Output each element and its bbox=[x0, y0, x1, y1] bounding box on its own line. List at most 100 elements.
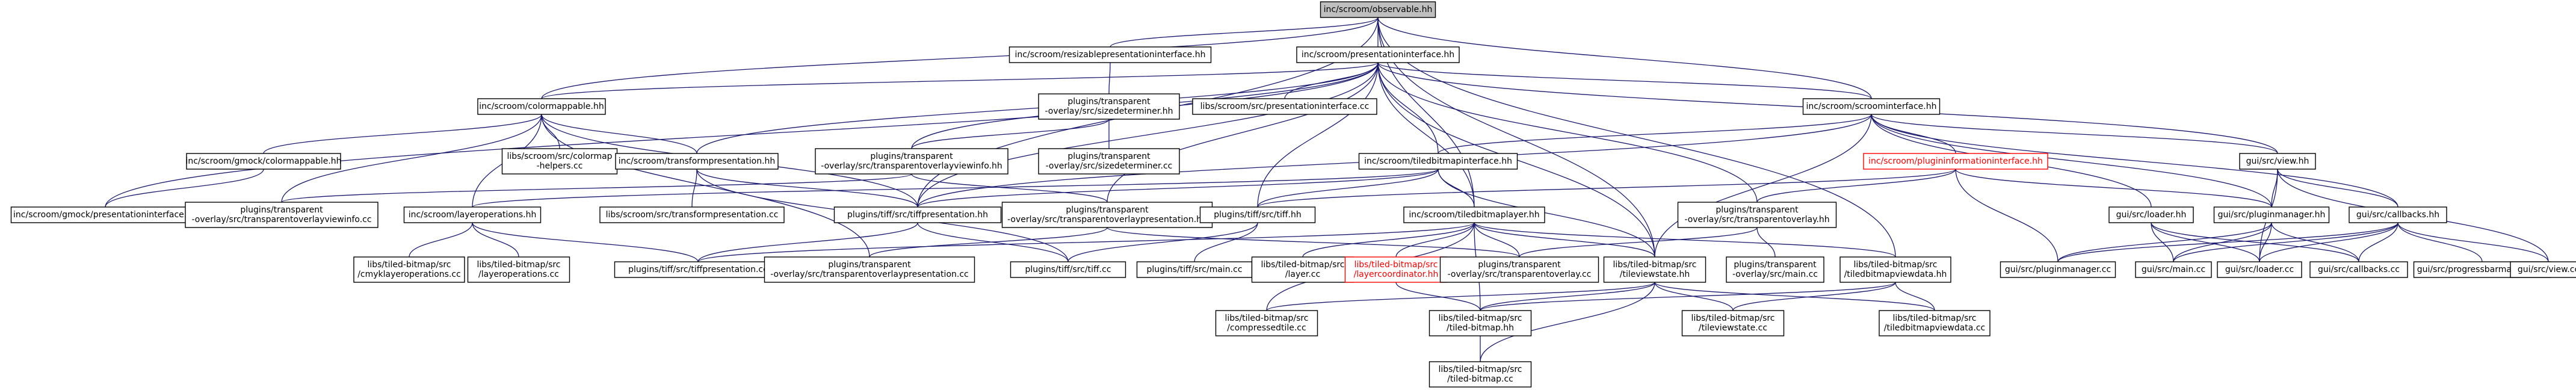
graph-node-observable[interactable]: inc/scroom/observable.hh bbox=[1320, 1, 1436, 18]
graph-node-gmock-colormappable[interactable]: inc/scroom/gmock/colormappable.hh bbox=[185, 153, 342, 170]
node-box bbox=[1681, 310, 1785, 336]
graph-node-tileviewstate-hh[interactable]: libs/tiled-bitmap/src/tileviewstate.hh bbox=[1603, 256, 1707, 283]
edge-colormappable-to-colormap_helpers bbox=[541, 114, 560, 149]
graph-node-transparentoverlay-cc[interactable]: plugins/transparent-overlay/src/transpar… bbox=[1439, 256, 1599, 283]
graph-node-compressedtile[interactable]: libs/tiled-bitmap/src/compressedtile.cc bbox=[1215, 310, 1318, 336]
edge-scroominterface-to-view_hh bbox=[1871, 114, 2278, 154]
graph-node-pluginmanager-cc[interactable]: gui/src/pluginmanager.cc bbox=[2000, 261, 2116, 278]
edge-tileviewstate_hh-to-tiled_bitmap_cc bbox=[1480, 282, 1655, 362]
edge-tiledbitmapviewdata_hh-to-tiled_bitmap_hh bbox=[1480, 282, 1896, 311]
graph-node-transformpresentation[interactable]: inc/scroom/transformpresentation.hh bbox=[615, 153, 779, 170]
graph-node-view-cc[interactable]: gui/src/view.cc bbox=[2510, 261, 2576, 278]
edge-presentation-to-libs_presentationinterface_cc bbox=[1284, 62, 1379, 99]
graph-node-cmyklayeroperations[interactable]: libs/tiled-bitmap/src/cmyklayeroperation… bbox=[353, 256, 465, 283]
node-label: libs/tiled-bitmap/src bbox=[1261, 260, 1344, 270]
edge-presentation-to-transparentoverlaypresentation_hh bbox=[1107, 62, 1379, 203]
graph-node-tiff-cc[interactable]: plugins/tiff/src/tiff.cc bbox=[1010, 261, 1126, 278]
edge-transparentoverlayviewinfo_hh-to-transparentoverlaypresentation_hh bbox=[911, 173, 1108, 203]
graph-node-tiled-bitmap-cc[interactable]: libs/tiled-bitmap/src/tiled-bitmap.cc bbox=[1429, 361, 1532, 388]
graph-node-tiff-hh[interactable]: plugins/tiff/src/tiff.hh bbox=[1199, 206, 1316, 223]
node-label: inc/scroom/transformpresentation.hh bbox=[619, 156, 776, 166]
node-label: inc/scroom/tiledbitmaplayer.hh bbox=[1409, 210, 1539, 220]
graph-node-tiffpresentation-cc[interactable]: plugins/tiff/src/tiffpresentation.cc bbox=[614, 261, 782, 278]
graph-node-callbacks-hh[interactable]: gui/src/callbacks.hh bbox=[2349, 206, 2447, 223]
graph-node-overlay-main-cc[interactable]: plugins/transparent-overlay/src/main.cc bbox=[1726, 256, 1824, 283]
edge-transformpresentation-to-transformpresentation_cc bbox=[691, 169, 697, 208]
graph-node-sizedeterminer-cc[interactable]: plugins/transparent-overlay/src/sizedete… bbox=[1038, 148, 1180, 175]
graph-node-layer-cc[interactable]: libs/tiled-bitmap/src/layer.cc bbox=[1251, 256, 1354, 283]
node-box bbox=[1038, 93, 1180, 120]
node-label: plugins/tiff/src/tiff.hh bbox=[1214, 210, 1301, 220]
graph-node-gui-main-cc[interactable]: gui/src/main.cc bbox=[2135, 261, 2212, 278]
graph-node-plugininformationinterface[interactable]: inc/scroom/plugininformationinterface.hh bbox=[1863, 153, 2048, 170]
edge-scroominterface-to-tiledbitmapinterface bbox=[1438, 114, 1872, 154]
graph-node-tiledbitmapinterface[interactable]: inc/scroom/tiledbitmapinterface.hh bbox=[1358, 153, 1518, 170]
node-label: /tileviewstate.hh bbox=[1620, 270, 1690, 279]
node-label: libs/tiled-bitmap/src bbox=[1613, 260, 1696, 270]
graph-node-loader-cc[interactable]: gui/src/loader.cc bbox=[2217, 261, 2302, 278]
node-box bbox=[1439, 256, 1599, 283]
node-box bbox=[1251, 256, 1354, 283]
graph-node-layeroperations-hh[interactable]: inc/scroom/layeroperations.hh bbox=[403, 206, 542, 223]
node-label: -overlay/src/transparentoverlaypresentat… bbox=[1007, 215, 1207, 224]
graph-node-colormap-helpers[interactable]: libs/scroom/src/colormap-helpers.cc bbox=[501, 148, 618, 175]
node-label: plugins/transparent bbox=[828, 260, 911, 270]
node-label: /tiledbitmapviewdata.hh bbox=[1844, 270, 1947, 279]
graph-node-layercoordinator[interactable]: libs/tiled-bitmap/src/layercoordinator.h… bbox=[1344, 256, 1448, 283]
edge-view_hh-to-callbacks_hh bbox=[2277, 169, 2398, 208]
graph-node-transparentoverlay-hh[interactable]: plugins/transparent-overlay/src/transpar… bbox=[1677, 202, 1837, 228]
node-label: inc/scroom/layeroperations.hh bbox=[409, 210, 537, 220]
node-box bbox=[1010, 261, 1126, 278]
node-label: /cmyklayeroperations.cc bbox=[357, 270, 461, 279]
graph-node-transparentoverlayviewinfo-cc[interactable]: plugins/transparent-overlay/src/transpar… bbox=[185, 202, 378, 228]
graph-node-transparentoverlaypresentation-cc[interactable]: plugins/transparent-overlay/src/transpar… bbox=[764, 256, 975, 283]
graph-node-loader-hh[interactable]: gui/src/loader.hh bbox=[2108, 206, 2194, 223]
edge-presentation-to-colormappable bbox=[541, 62, 1379, 99]
graph-node-presentation[interactable]: inc/scroom/presentationinterface.hh bbox=[1296, 46, 1460, 63]
graph-node-libs-presentationinterface-cc[interactable]: libs/scroom/src/presentationinterface.cc bbox=[1192, 98, 1377, 115]
edge-callbacks_hh-to-gui_main_cc bbox=[2173, 222, 2398, 262]
graph-node-tiff-main-cc[interactable]: plugins/tiff/src/main.cc bbox=[1136, 261, 1253, 278]
edge-observable-to-tiledbitmapviewdata_hh bbox=[1377, 17, 1896, 258]
edge-tiff_hh-to-tiff_cc bbox=[1067, 222, 1258, 262]
node-label: inc/scroom/gmock/presentationinterface.h… bbox=[13, 210, 197, 220]
graph-node-sizedeterminer[interactable]: plugins/transparent-overlay/src/sizedete… bbox=[1038, 93, 1180, 120]
edge-tiff_hh-to-tiff_main_cc bbox=[1194, 222, 1258, 262]
graph-node-scroominterface[interactable]: inc/scroom/scroominterface.hh bbox=[1802, 98, 1941, 115]
graph-node-transformpresentation-cc[interactable]: libs/scroom/src/transformpresentation.cc bbox=[599, 206, 785, 223]
edge-plugininformationinterface-to-transparentoverlay_hh bbox=[1756, 169, 1956, 203]
graph-node-transparentoverlaypresentation-hh[interactable]: plugins/transparent-overlay/src/transpar… bbox=[1001, 202, 1213, 228]
edge-loader_hh-to-loader_cc bbox=[2151, 222, 2260, 262]
node-label: libs/tiled-bitmap/src bbox=[1354, 260, 1438, 270]
graph-node-tiffpresentation-hh[interactable]: plugins/tiff/src/tiffpresentation.hh bbox=[833, 206, 1002, 223]
node-box bbox=[1403, 206, 1545, 223]
node-label: gui/src/main.cc bbox=[2142, 265, 2205, 274]
graph-node-tileviewstate-cc[interactable]: libs/tiled-bitmap/src/tileviewstate.cc bbox=[1681, 310, 1785, 336]
graph-node-tiledbitmapviewdata-hh[interactable]: libs/tiled-bitmap/src/tiledbitmapviewdat… bbox=[1839, 256, 1951, 283]
graph-node-callbacks-cc[interactable]: gui/src/callbacks.cc bbox=[2309, 261, 2408, 278]
node-box bbox=[10, 206, 200, 223]
graph-node-colormappable[interactable]: inc/scroom/colormappable.hh bbox=[477, 98, 606, 115]
edge-tiledbitmaplayer-to-tiledbitmapviewdata_hh bbox=[1474, 222, 1896, 258]
graph-node-view-hh[interactable]: gui/src/view.hh bbox=[2239, 153, 2316, 170]
node-label: plugins/tiff/src/tiff.cc bbox=[1025, 265, 1111, 274]
node-label: gui/src/view.cc bbox=[2518, 265, 2576, 274]
graph-node-gmock-presentationinterface[interactable]: inc/scroom/gmock/presentationinterface.h… bbox=[10, 206, 200, 223]
graph-node-tiledbitmapviewdata-cc[interactable]: libs/tiled-bitmap/src/tiledbitmapviewdat… bbox=[1879, 310, 1991, 336]
edge-loader_hh-to-callbacks_cc bbox=[2151, 222, 2359, 262]
graph-node-pluginmanager-hh[interactable]: gui/src/pluginmanager.hh bbox=[2213, 206, 2330, 223]
node-label: -overlay/src/main.cc bbox=[1732, 270, 1818, 279]
graph-node-tiled-bitmap-hh[interactable]: libs/tiled-bitmap/src/tiled-bitmap.hh bbox=[1429, 310, 1532, 336]
edge-tiffpresentation_hh-to-tiffpresentation_cc bbox=[697, 222, 918, 262]
graph-node-tiledbitmaplayer[interactable]: inc/scroom/tiledbitmaplayer.hh bbox=[1403, 206, 1545, 223]
node-label: /layeroperations.cc bbox=[478, 270, 559, 279]
node-box bbox=[467, 256, 570, 283]
edge-tileviewstate_hh-to-tiledbitmapviewdata_cc bbox=[1654, 282, 1935, 311]
graph-node-transparentoverlayviewinfo-hh[interactable]: plugins/transparent-overlay/src/transpar… bbox=[815, 148, 1008, 175]
node-box bbox=[2217, 261, 2302, 278]
graph-node-resizable[interactable]: inc/scroom/resizablepresentationinterfac… bbox=[1008, 46, 1212, 63]
graph-node-layeroperations-cc[interactable]: libs/tiled-bitmap/src/layeroperations.cc bbox=[467, 256, 570, 283]
edge-layeroperations_hh-to-tiffpresentation_cc bbox=[472, 222, 699, 262]
node-label: -overlay/src/transparentoverlay.hh bbox=[1684, 215, 1829, 224]
